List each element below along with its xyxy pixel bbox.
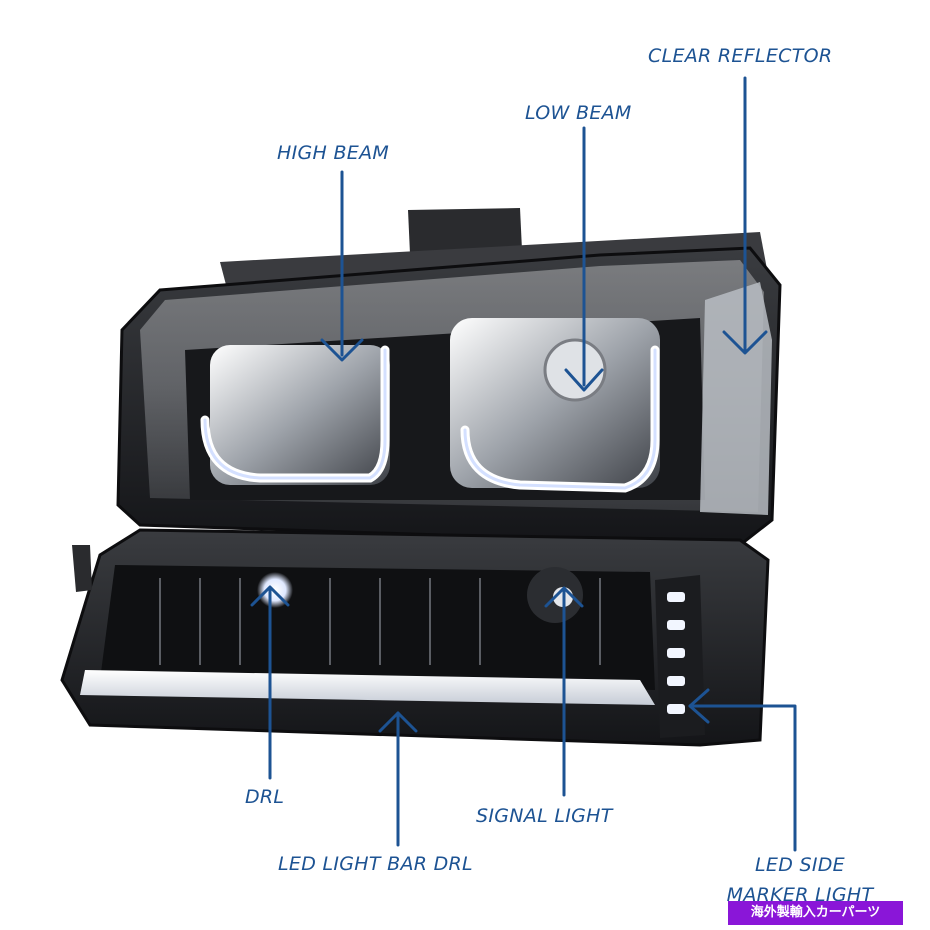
light-bar-pointer-icon xyxy=(378,711,418,733)
signal-light-label: SIGNAL LIGHT xyxy=(476,805,613,827)
high-beam-reflector xyxy=(200,345,390,485)
watermark-badge: 海外製輸入カーパーツ xyxy=(728,901,903,925)
mounting-tab xyxy=(408,208,522,254)
drl-pointer-icon xyxy=(250,585,290,607)
signal-light-pointer-icon xyxy=(544,586,584,608)
drl-label: DRL xyxy=(245,786,285,808)
clear-reflector-label: CLEAR REFLECTOR xyxy=(648,45,833,67)
clear-reflector-pointer-icon xyxy=(722,330,768,355)
low-beam-label: LOW BEAM xyxy=(525,102,632,124)
led-light-bar xyxy=(80,670,655,705)
signal-reflector-ribs xyxy=(159,578,601,665)
low-beam-pointer-icon xyxy=(564,368,604,392)
side-marker-pointer-icon xyxy=(688,688,710,724)
side-marker-leds xyxy=(667,592,685,714)
side-marker-callout-line xyxy=(688,704,797,852)
bumper-lamp-lens xyxy=(100,565,655,690)
led-light-bar-drl-label: LED LIGHT BAR DRL xyxy=(278,853,473,875)
corner-reflector xyxy=(700,282,772,515)
low-beam-reflector xyxy=(450,318,660,493)
high-beam-pointer-icon xyxy=(320,338,364,362)
led-side-marker-light-label: LED SIDE MARKER LIGHT xyxy=(726,854,874,906)
high-beam-label: HIGH BEAM xyxy=(277,142,390,164)
mounting-bracket xyxy=(72,545,92,592)
